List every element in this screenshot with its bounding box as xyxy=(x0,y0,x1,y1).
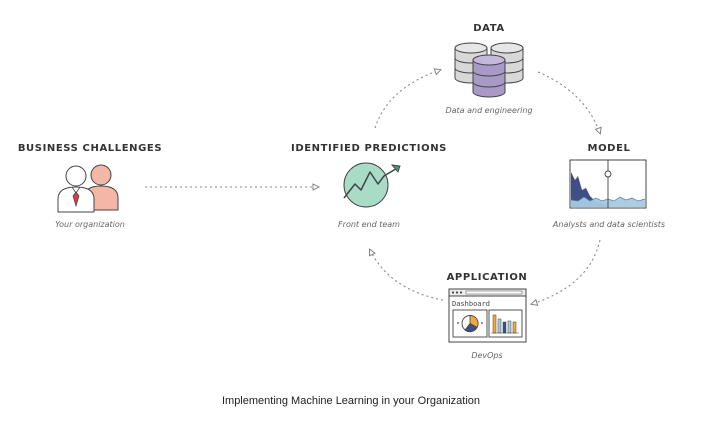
business-title: BUSINESS CHALLENGES xyxy=(17,143,163,154)
arrow-predictions-to-data xyxy=(374,68,442,129)
arrow-application-to-predictions xyxy=(369,248,444,301)
data-title: DATA xyxy=(473,23,505,34)
application-subtitle: DevOps xyxy=(471,351,503,360)
predictions-title: IDENTIFIED PREDICTIONS xyxy=(291,143,447,154)
data-subtitle: Data and engineering xyxy=(445,106,533,115)
application-title: APPLICATION xyxy=(446,272,528,283)
arrow-data-to-model xyxy=(537,71,602,135)
predictions-subtitle: Front end team xyxy=(338,220,400,229)
database-icon xyxy=(454,42,524,98)
figure-caption: Implementing Machine Learning in your Or… xyxy=(221,395,481,407)
predictions-trend-icon xyxy=(343,162,401,208)
arrow-model-to-application xyxy=(530,239,601,306)
dashboard-label: Dashboard xyxy=(452,300,490,308)
model-subtitle: Analysts and data scientists xyxy=(552,220,666,229)
dashboard-icon xyxy=(448,288,527,343)
business-subtitle: Your organization xyxy=(55,220,125,229)
model-title: MODEL xyxy=(587,143,631,154)
people-icon xyxy=(57,164,119,213)
model-chart-icon xyxy=(569,159,647,209)
